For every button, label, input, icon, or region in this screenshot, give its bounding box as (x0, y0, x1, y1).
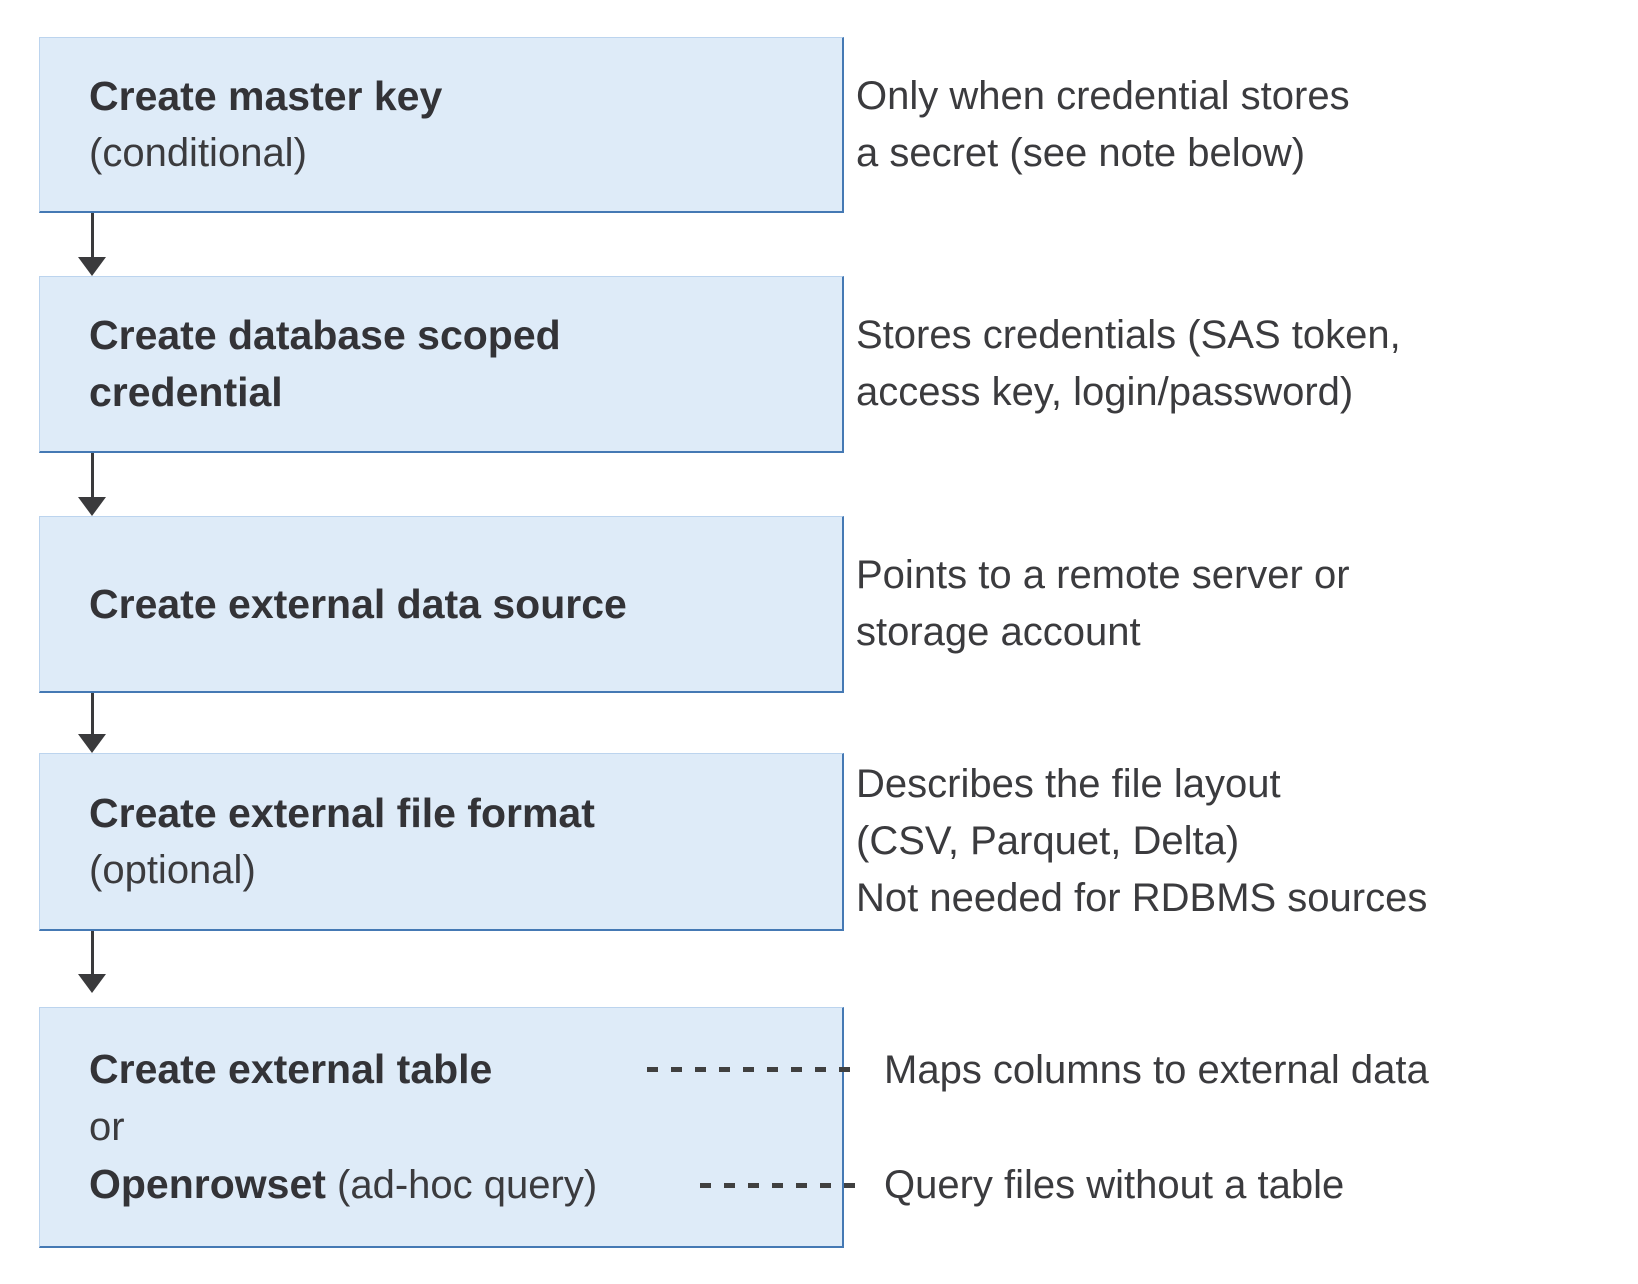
step-title: Create external data source (89, 580, 627, 627)
arrow-shaft (90, 213, 94, 257)
option-openrowset: Openrowset (89, 1160, 326, 1207)
annotation-openrowset: Query files without a table (884, 1163, 1345, 1207)
down-arrow-icon (78, 693, 106, 753)
down-arrow-icon (78, 931, 106, 993)
step-create-external-table-or-openrowset: Create external table or Openrowset (ad-… (39, 1007, 844, 1248)
openrowset-qualifier: (ad-hoc query) (325, 1162, 598, 1207)
arrow-head (78, 257, 106, 276)
or-label: or (89, 1104, 125, 1149)
down-arrow-icon (78, 213, 106, 276)
step-title: Create external file format (89, 789, 595, 836)
annotation-master-key: Only when credential stores a secret (se… (856, 74, 1350, 175)
arrow-shaft (90, 453, 94, 497)
step-title: Create database scoped credential (89, 312, 561, 415)
down-arrow-icon (78, 453, 106, 516)
option-create-external-table: Create external table (89, 1045, 493, 1092)
arrow-shaft (90, 693, 94, 734)
annotation-file-format: Describes the file layout (CSV, Parquet,… (856, 762, 1428, 920)
arrow-head (78, 497, 106, 516)
dashed-connector-line (700, 1183, 863, 1188)
step-title: Create master key (89, 72, 443, 119)
annotation-data-source: Points to a remote server or storage acc… (856, 553, 1350, 654)
arrow-head (78, 734, 106, 753)
step-qualifier: (conditional) (89, 130, 307, 175)
step-create-database-scoped-credential: Create database scoped credential (39, 276, 844, 453)
annotation-external-table: Maps columns to external data (884, 1048, 1429, 1092)
step-create-master-key: Create master key (conditional) (39, 37, 844, 213)
step-create-external-data-source: Create external data source (39, 516, 844, 693)
dashed-connector-line (647, 1067, 863, 1072)
step-create-external-file-format: Create external file format (optional) (39, 753, 844, 931)
arrow-shaft (90, 931, 94, 974)
step-qualifier: (optional) (89, 847, 256, 892)
arrow-head (78, 974, 106, 993)
annotation-scoped-credential: Stores credentials (SAS token, access ke… (856, 313, 1401, 414)
